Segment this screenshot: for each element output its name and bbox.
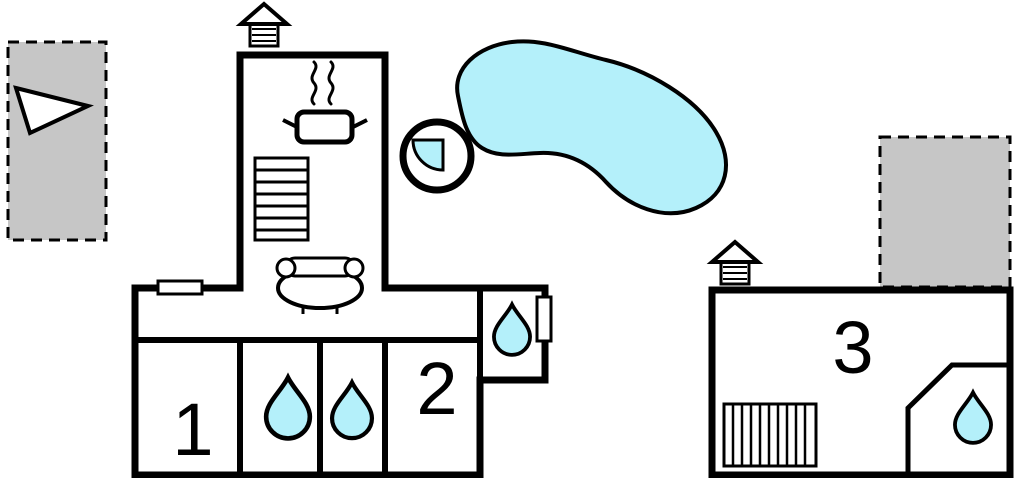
chimney-roof	[706, 239, 764, 264]
room-label-3: 3	[832, 306, 873, 389]
terrace-left-area	[6, 40, 108, 242]
room-label-1: 1	[172, 388, 213, 471]
interior-walls	[135, 290, 483, 475]
window	[535, 295, 553, 343]
pot	[294, 109, 355, 145]
bathroom-partition	[905, 362, 1010, 475]
stairs-steps	[255, 168, 308, 232]
steam-line	[327, 60, 335, 106]
sofa-icon	[275, 256, 365, 314]
chimney-hatch	[723, 266, 747, 280]
terrace-left	[6, 40, 108, 242]
terrace-right-area	[878, 135, 1012, 289]
annexe-building	[708, 286, 1014, 478]
sofa-armrest	[275, 257, 297, 279]
hot-tub-water	[411, 138, 445, 172]
stairs-icon	[722, 402, 818, 468]
chimney-hatch	[252, 28, 276, 42]
water-drop-icon	[263, 372, 313, 441]
hot-tub-icon	[399, 118, 475, 194]
sofa-armrest	[343, 257, 365, 279]
north-arrow-icon	[13, 85, 94, 136]
chimney-icon	[706, 239, 764, 286]
window	[156, 279, 204, 296]
chimney-icon	[235, 1, 293, 48]
steam-line	[310, 60, 318, 106]
room-label-2: 2	[416, 347, 457, 430]
water-drop-icon	[329, 377, 375, 441]
terrace-right	[878, 135, 1012, 289]
main-house	[131, 51, 553, 478]
pond	[455, 39, 729, 216]
water-drop-icon	[953, 388, 993, 445]
stairs-outline	[253, 156, 310, 242]
chimney-roof	[235, 1, 293, 26]
water-drop-icon	[492, 300, 532, 357]
stairs-icon	[253, 156, 310, 242]
stove-icon	[282, 60, 368, 145]
stairs-steps	[731, 404, 807, 466]
